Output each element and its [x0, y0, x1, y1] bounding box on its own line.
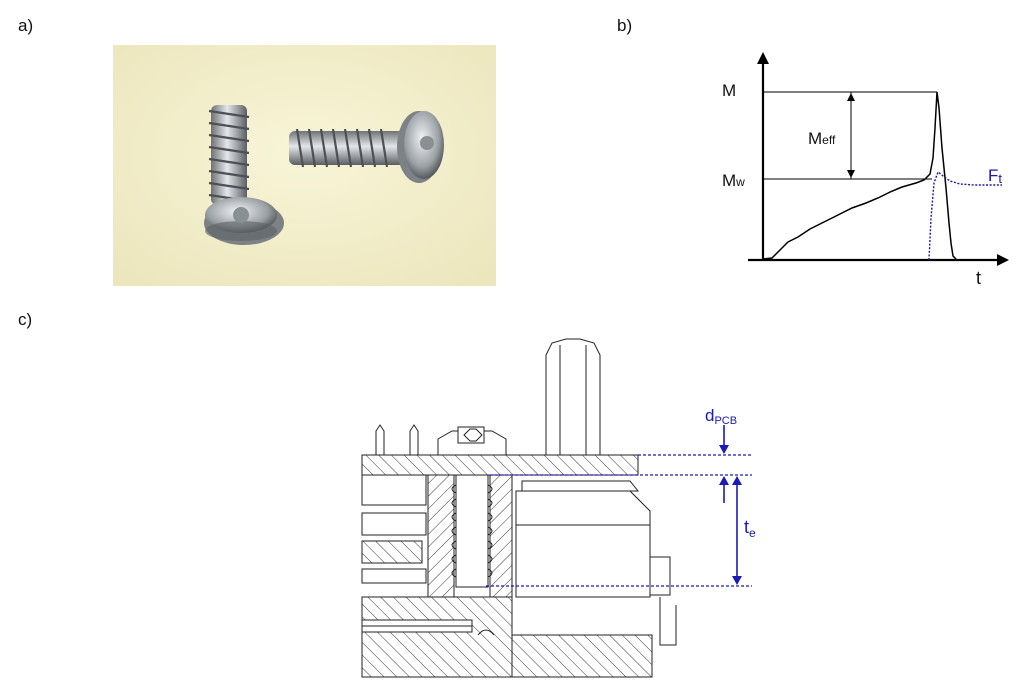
meff-label: Meff	[808, 129, 836, 148]
x-axis-arrow	[997, 254, 1009, 266]
screws-photo	[113, 45, 496, 286]
pcb-screw-section-drawing: dPCB te	[361, 338, 756, 678]
section-lines	[361, 338, 677, 678]
screw-left	[204, 105, 284, 245]
screw-right	[289, 111, 444, 183]
panel-label-a: a)	[18, 16, 34, 35]
panel-label-b: b)	[617, 16, 633, 35]
y-axis-arrow	[757, 52, 769, 64]
torque-curve	[762, 91, 957, 260]
x-label-t: t	[976, 268, 981, 288]
dimension-lines	[486, 454, 752, 587]
y-label-mw: Mw	[722, 171, 745, 190]
force-curve	[928, 170, 1002, 261]
te-arrow	[732, 476, 742, 585]
panel-label-c: c)	[18, 310, 33, 329]
ft-label: Ft	[988, 166, 1002, 186]
te-label: te	[744, 517, 756, 540]
y-label-m: M	[722, 81, 736, 100]
dpcb-label: dPCB	[705, 406, 737, 427]
dpcb-arrows	[719, 425, 729, 503]
torque-time-diagram: M Mw Meff Ft t	[722, 52, 1009, 288]
